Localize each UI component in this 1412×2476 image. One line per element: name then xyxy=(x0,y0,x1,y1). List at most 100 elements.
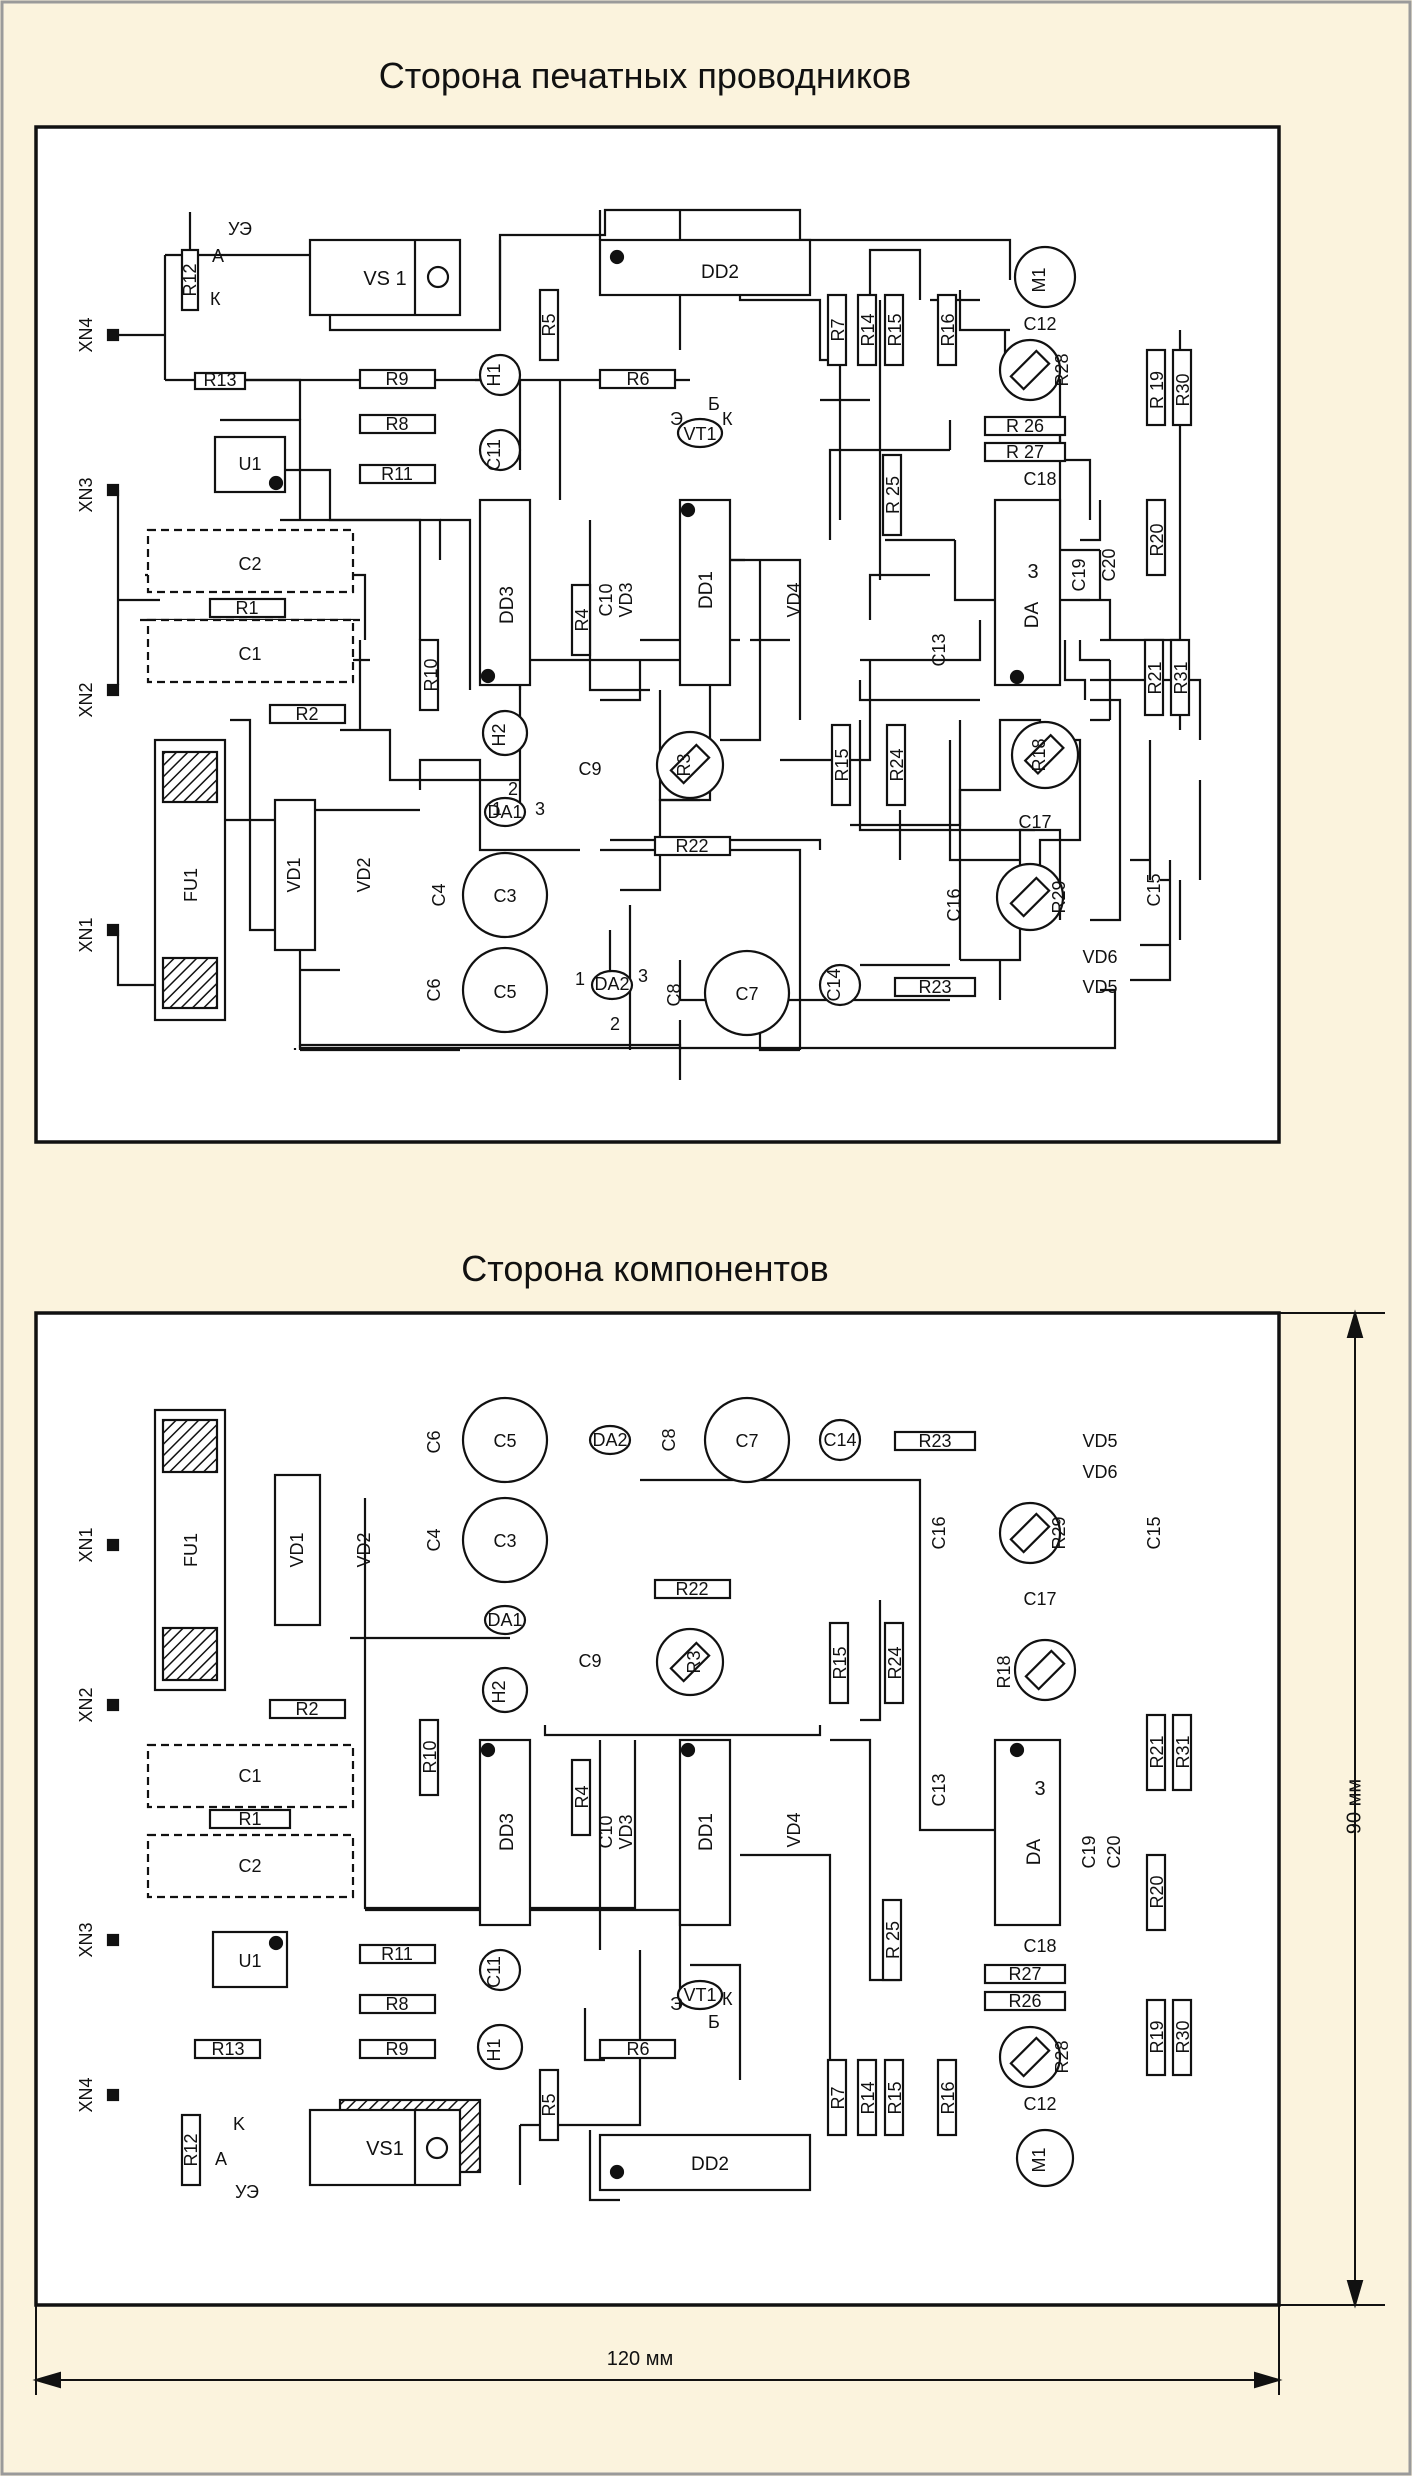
svg-text:VD2: VD2 xyxy=(354,857,374,892)
svg-text:R10: R10 xyxy=(420,1740,440,1773)
svg-text:R15: R15 xyxy=(830,1646,850,1679)
svg-text:R18: R18 xyxy=(994,1655,1014,1688)
svg-text:C5: C5 xyxy=(493,1431,516,1451)
svg-text:R 25: R 25 xyxy=(883,1921,903,1959)
svg-text:VD4: VD4 xyxy=(784,1812,804,1847)
connector-xn4 xyxy=(106,328,120,342)
svg-text:УЭ: УЭ xyxy=(228,219,252,239)
svg-text:C11: C11 xyxy=(484,439,504,471)
vs1-top xyxy=(308,238,462,317)
svg-text:2: 2 xyxy=(610,1014,620,1034)
connector-xn2 xyxy=(106,683,120,697)
svg-text:VD6: VD6 xyxy=(1082,947,1117,967)
svg-text:DD2: DD2 xyxy=(691,2154,729,2175)
svg-text:R12: R12 xyxy=(181,2133,201,2166)
svg-text:R15: R15 xyxy=(885,2081,905,2114)
svg-text:2: 2 xyxy=(508,779,518,799)
svg-text:R2: R2 xyxy=(295,704,318,724)
svg-text:R 26: R 26 xyxy=(1006,416,1044,436)
svg-text:VD5: VD5 xyxy=(1082,977,1117,997)
connector-xn3 xyxy=(106,483,120,497)
svg-text:H2: H2 xyxy=(489,723,509,746)
svg-text:C5: C5 xyxy=(493,982,516,1002)
svg-text:VD1: VD1 xyxy=(287,1532,307,1567)
svg-text:C18: C18 xyxy=(1023,469,1056,489)
svg-text:H1: H1 xyxy=(484,363,504,386)
svg-text:XN1: XN1 xyxy=(76,1527,96,1562)
svg-text:DA: DA xyxy=(1022,601,1043,628)
svg-text:DD3: DD3 xyxy=(497,586,518,624)
svg-text:R22: R22 xyxy=(675,1579,708,1599)
svg-text:R23: R23 xyxy=(918,1431,951,1451)
svg-text:C14: C14 xyxy=(824,968,844,1001)
svg-text:C3: C3 xyxy=(493,886,516,906)
svg-text:FU1: FU1 xyxy=(181,868,201,902)
svg-text:R24: R24 xyxy=(887,748,907,781)
svg-text:DA2: DA2 xyxy=(592,1430,627,1450)
svg-text:R1: R1 xyxy=(235,598,258,618)
connector-xn1 xyxy=(106,923,120,937)
svg-text:R3: R3 xyxy=(684,1650,704,1673)
svg-text:R16: R16 xyxy=(938,313,958,346)
svg-text:R 25: R 25 xyxy=(883,476,903,514)
svg-text:C20: C20 xyxy=(1104,1835,1124,1868)
svg-text:R6: R6 xyxy=(626,2039,649,2059)
svg-text:К: К xyxy=(722,409,733,429)
svg-text:C16: C16 xyxy=(929,1516,949,1549)
svg-text:R30: R30 xyxy=(1173,373,1193,406)
trace-side-title: Сторона печатных проводников xyxy=(378,55,912,96)
svg-text:XN2: XN2 xyxy=(76,682,96,717)
svg-text:DA1: DA1 xyxy=(487,802,522,822)
svg-text:DD1: DD1 xyxy=(696,1813,717,1851)
svg-text:C17: C17 xyxy=(1018,812,1051,832)
svg-text:C14: C14 xyxy=(823,1430,856,1450)
svg-text:DA1: DA1 xyxy=(487,1610,522,1630)
svg-text:R7: R7 xyxy=(828,2086,848,2109)
svg-text:R13: R13 xyxy=(203,370,236,390)
svg-text:C4: C4 xyxy=(429,883,449,906)
svg-text:А: А xyxy=(212,246,224,266)
svg-text:M1: M1 xyxy=(1029,267,1049,292)
svg-text:XN4: XN4 xyxy=(76,2077,96,2112)
svg-text:C11: C11 xyxy=(484,1956,504,1988)
svg-text:R29: R29 xyxy=(1049,880,1069,913)
trace-side-components xyxy=(146,238,1193,1037)
svg-text:C17: C17 xyxy=(1023,1589,1056,1609)
r12-top xyxy=(180,248,200,312)
svg-text:R15: R15 xyxy=(832,748,852,781)
svg-text:R18: R18 xyxy=(1029,738,1049,771)
svg-text:R26: R26 xyxy=(1008,1991,1041,2011)
svg-text:C6: C6 xyxy=(424,1430,444,1453)
svg-text:XN4: XN4 xyxy=(76,317,96,352)
svg-text:R15: R15 xyxy=(885,313,905,346)
svg-text:C4: C4 xyxy=(424,1528,444,1551)
svg-text:R3: R3 xyxy=(674,753,694,776)
svg-text:DD3: DD3 xyxy=(497,1813,518,1851)
svg-text:C13: C13 xyxy=(929,1773,949,1806)
svg-text:R2: R2 xyxy=(295,1699,318,1719)
svg-text:U1: U1 xyxy=(238,1951,261,1971)
svg-text:R5: R5 xyxy=(539,313,559,336)
svg-text:FU1: FU1 xyxy=(181,1533,201,1567)
svg-text:К: К xyxy=(210,289,221,309)
svg-text:R31: R31 xyxy=(1171,661,1191,694)
dimension-height-label: 90 мм xyxy=(1343,1778,1366,1835)
svg-text:3: 3 xyxy=(535,799,545,819)
svg-text:R14: R14 xyxy=(858,2081,878,2114)
svg-text:R20: R20 xyxy=(1147,523,1167,556)
svg-text:C8: C8 xyxy=(659,1428,679,1451)
svg-text:K: K xyxy=(233,2114,245,2134)
svg-text:VD5: VD5 xyxy=(1082,1431,1117,1451)
svg-text:C10: C10 xyxy=(596,1815,616,1848)
svg-text:R19: R19 xyxy=(1147,2020,1167,2053)
component-side-components xyxy=(106,1396,1193,2192)
svg-text:C15: C15 xyxy=(1144,1516,1164,1549)
svg-text:XN3: XN3 xyxy=(76,477,96,512)
svg-text:C9: C9 xyxy=(578,1651,601,1671)
svg-text:C19: C19 xyxy=(1079,1835,1099,1868)
svg-text:C19: C19 xyxy=(1069,558,1089,591)
svg-text:R10: R10 xyxy=(421,658,441,691)
svg-text:R 27: R 27 xyxy=(1006,442,1044,462)
svg-text:R30: R30 xyxy=(1173,2020,1193,2053)
svg-text:C1: C1 xyxy=(238,1766,261,1786)
